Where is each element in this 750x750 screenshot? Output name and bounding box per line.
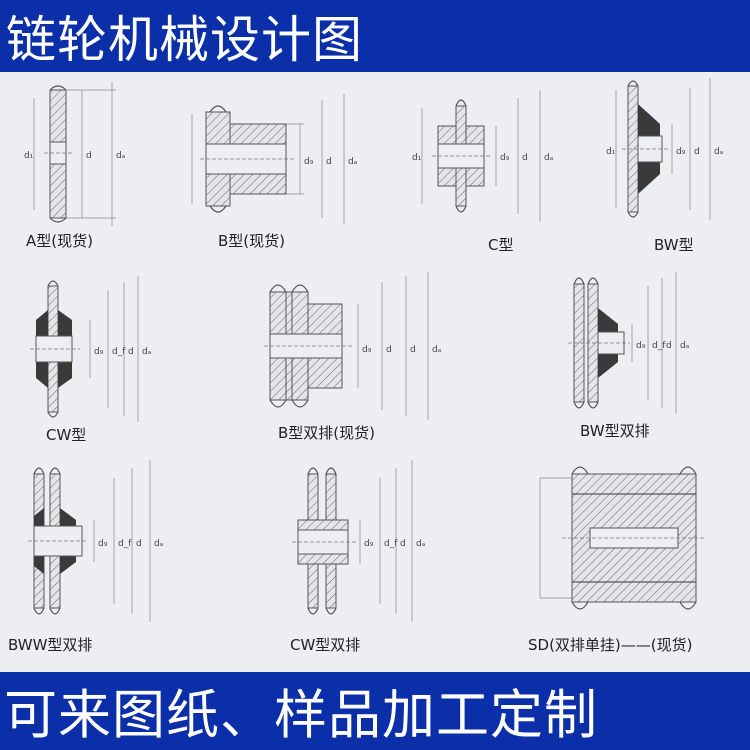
label-dg: d₉ — [636, 341, 646, 351]
label-d1: d₁ — [24, 151, 34, 161]
label-dg: d₉ — [304, 157, 314, 167]
label-d: d — [386, 345, 392, 355]
diagram-cw-double-type: d₉ d_f d dₐ — [292, 460, 425, 622]
label-d1: d₁ — [412, 153, 422, 163]
label-d: d — [136, 539, 142, 549]
caption-cw-type: CW型 — [46, 426, 87, 444]
label-d1: d₁ — [606, 147, 616, 157]
label-da: dₐ — [432, 345, 441, 355]
caption-bww-double-type: BWW型双排 — [8, 636, 93, 654]
label-da: dₐ — [680, 341, 689, 351]
label-da: dₐ — [714, 147, 723, 157]
slogan-banner: 可来图纸、样品加工定制 — [0, 672, 750, 750]
label-d: d — [410, 345, 416, 355]
diagram-c-type: d₁ d₉ d dₐ — [412, 90, 553, 222]
footer-slogan: 可来图纸、样品加工定制 — [4, 685, 598, 746]
diagram-sd-type — [539, 466, 706, 610]
label-d: d — [694, 147, 700, 157]
label-df: d_f — [384, 539, 398, 549]
label-d: d — [522, 153, 528, 163]
label-d: d — [400, 539, 406, 549]
label-d: d — [86, 151, 92, 161]
label-df: d_f — [112, 347, 126, 357]
label-dg: d₉ — [362, 345, 372, 355]
caption-b-type: B型(现货) — [218, 232, 285, 250]
label-df: d_f — [652, 341, 666, 351]
label-d: d — [326, 157, 332, 167]
label-da: dₐ — [416, 539, 425, 549]
caption-sd-type: SD(双排单挂)——(现货) — [528, 636, 693, 654]
label-d: d — [128, 347, 134, 357]
label-d: d — [666, 341, 672, 351]
diagram-a-type: d₁ d dₐ — [24, 82, 125, 226]
label-da: dₐ — [154, 539, 163, 549]
label-dg: d₉ — [364, 539, 374, 549]
diagram-b-type: d₉ d dₐ — [191, 94, 357, 224]
diagram-panel: d₁ d dₐ A型(现货) d₉ d dₐ B型(现货) d₁ — [0, 72, 750, 672]
caption-bw-double-type: BW型双排 — [580, 422, 650, 440]
label-dg: d₉ — [94, 347, 104, 357]
page-title: 链轮机械设计图 — [6, 11, 363, 69]
label-dg: d₉ — [676, 147, 686, 157]
label-df: d_f — [118, 539, 132, 549]
caption-bw-type: BW型 — [654, 236, 694, 254]
diagram-cw-type: d₉ d_f d dₐ — [30, 276, 151, 422]
label-dg: d₉ — [98, 539, 108, 549]
label-da: dₐ — [116, 151, 125, 161]
title-banner: 链轮机械设计图 — [0, 0, 750, 72]
label-da: dₐ — [142, 347, 151, 357]
label-da: dₐ — [348, 157, 357, 167]
diagram-bww-double-type: d₉ d_f d dₐ — [28, 460, 163, 622]
caption-a-type: A型(现货) — [26, 232, 93, 250]
diagram-bw-double-type: d₉ d_f d dₐ — [568, 272, 689, 414]
diagram-b-double-type: d₉ d d dₐ — [264, 272, 441, 420]
caption-b-double-type: B型双排(现货) — [278, 424, 375, 442]
label-da: dₐ — [544, 153, 553, 163]
label-dg: d₉ — [500, 153, 510, 163]
caption-c-type: C型 — [488, 236, 514, 254]
caption-cw-double-type: CW型双排 — [290, 636, 361, 654]
diagram-bw-type: d₁ d₉ d dₐ — [606, 78, 723, 220]
